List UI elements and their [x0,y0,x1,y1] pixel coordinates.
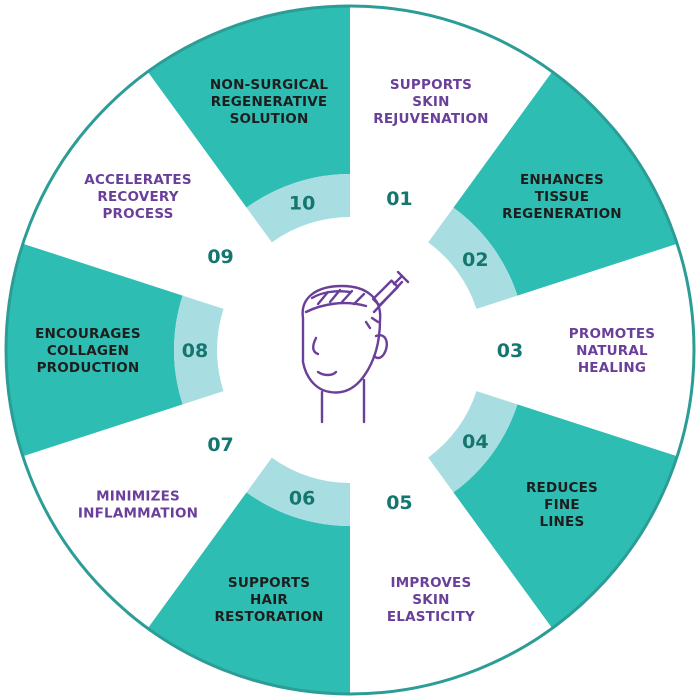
segment-band [246,174,350,243]
segment-label-line: ENHANCES [520,172,604,188]
segment-fill [147,6,350,208]
segment-label-line: PROCESS [102,206,173,222]
segment-label-line: REDUCES [526,480,598,496]
segment-label-line: MINIMIZES [96,488,180,504]
segment-band [428,207,518,309]
segment-label-line: SOLUTION [230,111,309,127]
segment-label-line: FINE [544,497,580,513]
segment-label-line: RESTORATION [215,609,324,625]
segment-label-line: NON-SURGICAL [210,77,328,93]
segment-number: 01 [386,188,412,210]
segment-number: 10 [289,193,315,215]
segment-label-line: HAIR [250,592,288,608]
segment-label-line: IMPROVES [391,575,472,591]
segment-label-line: PROMOTES [569,326,655,342]
segment-label-line: ELASTICITY [387,609,475,625]
segment-fill [5,243,183,457]
segment-number: 05 [386,492,412,514]
segment-label-line: ENCOURAGES [35,326,141,342]
segment-number: 02 [462,249,488,271]
segment-label-line: HEALING [578,360,646,376]
segment-number: 09 [207,246,233,268]
segment-number: 07 [207,434,233,456]
segment-band [174,295,224,405]
segment-label-line: REJUVENATION [373,111,488,127]
segment-label-line: SKIN [412,592,449,608]
segment-label-line: REGENERATION [502,206,622,222]
segment-label-line: COLLAGEN [47,343,129,359]
segment-label-line: SUPPORTS [390,77,472,93]
segment-number: 04 [462,431,488,453]
segment-label-line: RECOVERY [97,189,178,205]
segment-fill [453,404,678,629]
segment-fill [453,71,678,296]
segment-label-line: TISSUE [535,189,589,205]
head-with-syringe-icon [301,270,410,424]
segment-band [246,457,350,526]
segment-label-line: PRODUCTION [37,360,140,376]
segment-fill [147,492,350,694]
segment-label-line: INFLAMMATION [78,505,198,521]
segment-label-line: ACCELERATES [84,172,191,188]
segment-label-line: LINES [540,514,585,530]
segment-band [428,391,518,493]
segment-label-line: SKIN [412,94,449,110]
segment-label-line: REGENERATIVE [211,94,328,110]
segment-number: 03 [497,340,523,362]
segment-number: 06 [289,487,315,509]
segment-number: 08 [182,340,208,362]
outer-ring [4,4,696,696]
segment-label-line: SUPPORTS [228,575,310,591]
segment-label-line: NATURAL [576,343,648,359]
